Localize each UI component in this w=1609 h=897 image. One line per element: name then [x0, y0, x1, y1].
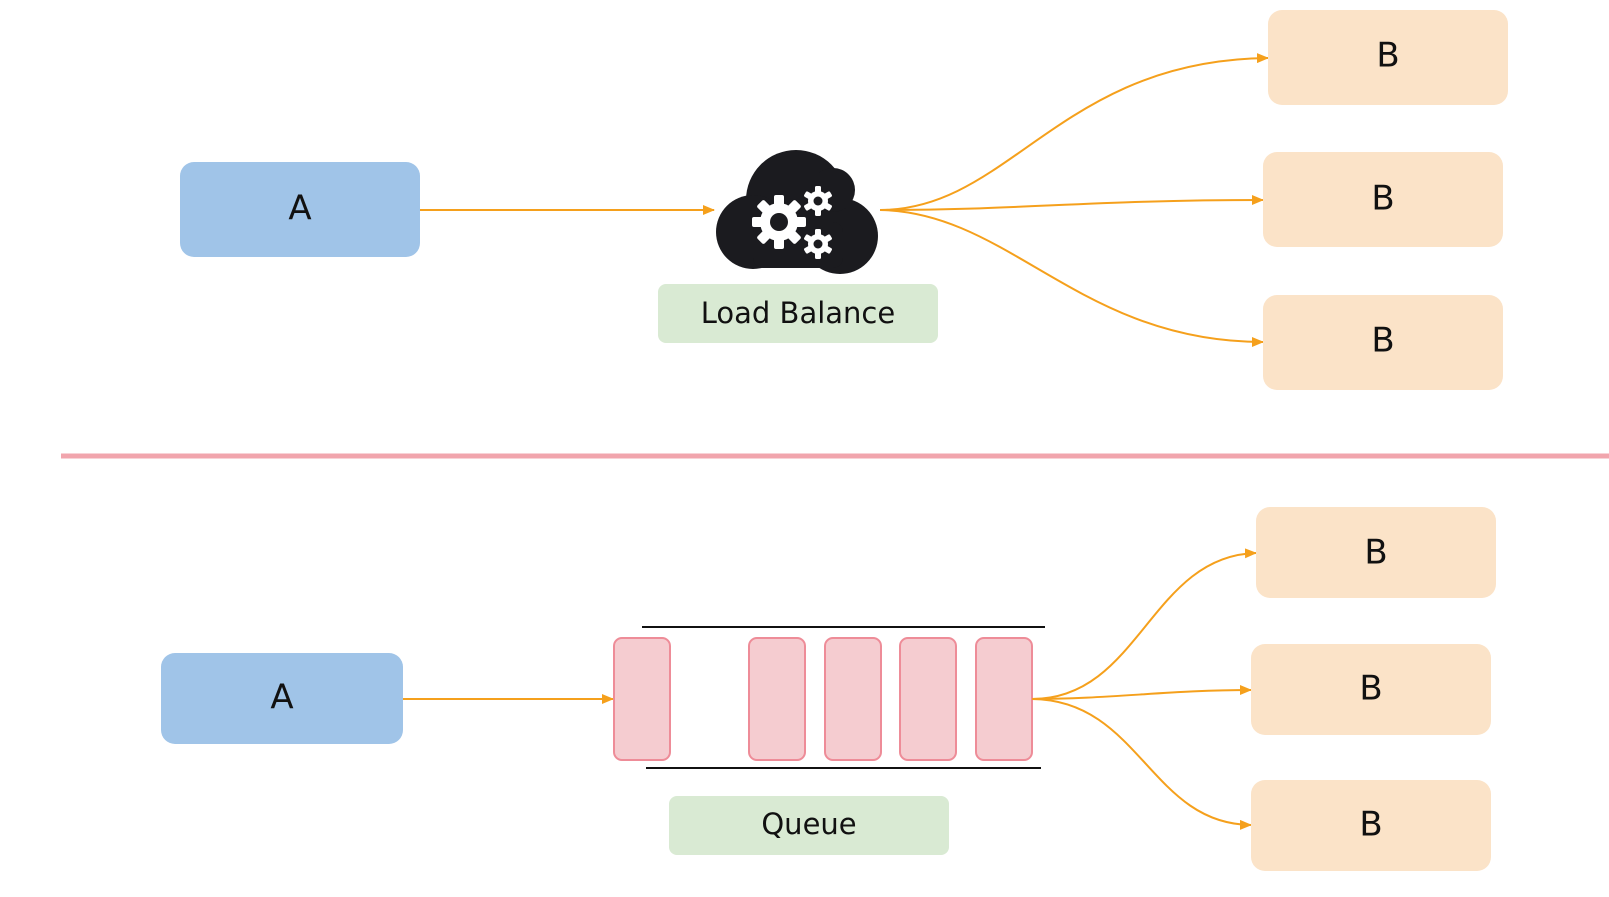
- load-balance-label: Load Balance: [658, 284, 938, 343]
- top-node-b1-label: B: [1376, 36, 1399, 76]
- top-node-b2: B: [1263, 152, 1503, 247]
- queue-label-text: Queue: [761, 807, 856, 841]
- top-arrow-to-b3: [879, 209, 1264, 347]
- queue: [613, 626, 1045, 769]
- top-node-b2-label: B: [1371, 179, 1394, 219]
- queue-slot: [613, 637, 671, 761]
- queue-slot: [975, 637, 1033, 761]
- queue-slot: [899, 637, 957, 761]
- bottom-section: A Queue B B: [161, 507, 1496, 871]
- bottom-node-b1-label: B: [1364, 533, 1387, 573]
- load-balance-label-text: Load Balance: [701, 296, 895, 330]
- cloud-gears-icon: [716, 150, 878, 274]
- bottom-arrow-to-b1: [1031, 548, 1257, 700]
- top-node-b3-label: B: [1371, 321, 1394, 361]
- bottom-node-a-label: A: [270, 678, 293, 718]
- top-section: A: [180, 10, 1508, 390]
- bottom-node-b2: B: [1251, 644, 1491, 735]
- queue-slot: [748, 637, 806, 761]
- bottom-node-a: A: [161, 653, 403, 744]
- bottom-node-b3: B: [1251, 780, 1491, 871]
- queue-slot: [824, 637, 882, 761]
- bottom-node-b3-label: B: [1359, 805, 1382, 845]
- top-arrow-to-b1: [879, 53, 1269, 211]
- bottom-node-b1: B: [1256, 507, 1496, 598]
- queue-label: Queue: [669, 796, 949, 855]
- top-node-a-label: A: [288, 189, 311, 229]
- bottom-node-b2-label: B: [1359, 669, 1382, 709]
- bottom-arrow-to-b3: [1031, 698, 1252, 830]
- bottom-arrow-to-b2: [1031, 685, 1252, 700]
- top-node-b1: B: [1268, 10, 1508, 105]
- top-node-b3: B: [1263, 295, 1503, 390]
- top-arrow-to-b2: [879, 195, 1264, 211]
- top-node-a: A: [180, 162, 420, 257]
